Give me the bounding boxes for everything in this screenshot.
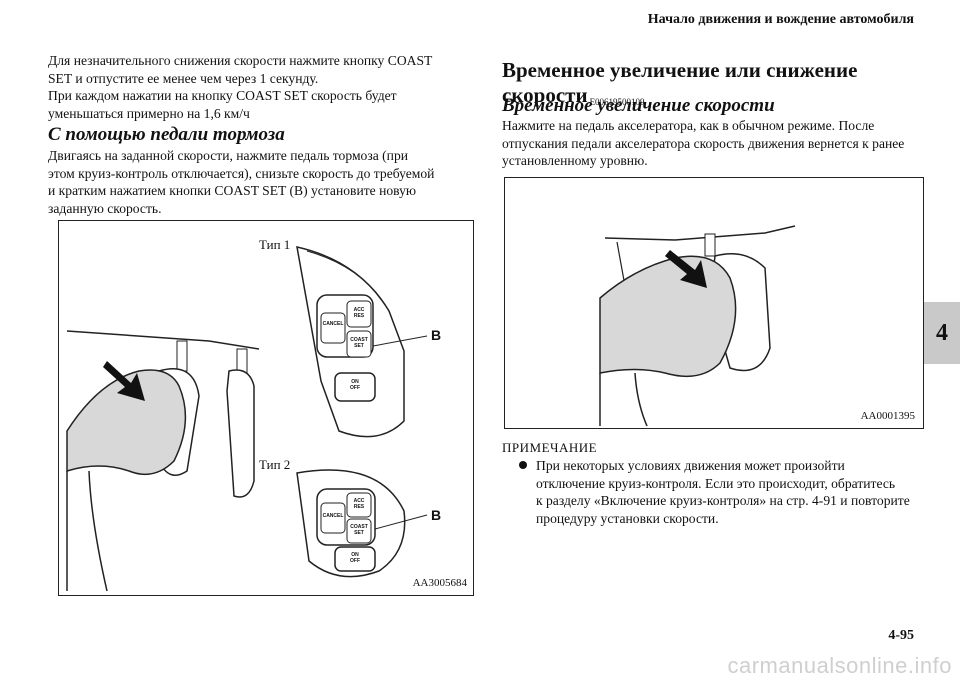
accelerator-illustration (599, 225, 796, 427)
acceleration-line: отпускания педали акселератора скорость … (502, 135, 905, 151)
brake-line: Двигаясь на заданной скорости, нажмите п… (48, 148, 409, 163)
note-line: к разделу «Включение круиз-контроля» на … (536, 493, 910, 508)
brake-line: этом круиз-контроль отключается), снизьт… (48, 165, 435, 181)
chapter-tab: 4 (924, 302, 960, 364)
accelerator-figure: AA0001395 (504, 177, 924, 429)
subsection-title: Временное увеличение скорости (502, 95, 775, 116)
section-code: E00619500109 (589, 97, 645, 107)
intro-paragraph: Для незначительного снижения скорости на… (48, 52, 468, 122)
type2-label: Тип 2 (259, 457, 291, 472)
figure-code: AA3005684 (412, 577, 467, 589)
section-title: Временное увеличение или снижение скорос… (502, 58, 942, 108)
note-line: При некоторых условиях движения может пр… (536, 458, 845, 473)
callout-b-type2: B (431, 507, 442, 523)
brake-line: и кратким нажатием кнопки COAST SET (B) … (48, 183, 417, 198)
intro-line: уменьшаться примерно на 1,6 км/ч (48, 105, 250, 121)
figure-illustration (66, 246, 428, 592)
note-line: отключение круиз-контроля. Если это прои… (536, 475, 896, 491)
callout-b-type1: B (431, 327, 442, 343)
acceleration-line: Нажмите на педаль акселератора, как в об… (502, 118, 875, 133)
cancel-button-label: CANCEL (322, 321, 344, 327)
chapter-number: 4 (936, 320, 948, 346)
page-number: 4-95 (888, 628, 914, 643)
intro-line: Для незначительного снижения скорости на… (48, 53, 433, 68)
acceleration-line: установленному уровню. (502, 153, 648, 168)
intro-line: SET и отпустите ее менее чем через 1 сек… (48, 70, 319, 86)
note-line: процедуру установки скорости. (536, 510, 719, 526)
brake-section-title: С помощью педали тормоза (48, 124, 285, 145)
brake-line: заданную скорость. (48, 200, 162, 216)
intro-line: При каждом нажатии на кнопку COAST SET с… (48, 88, 397, 103)
bullet-icon (519, 461, 527, 469)
watermark-footer: carmanualsonline.info (727, 653, 952, 678)
section-title-text: Временное увеличение или снижение скорос… (502, 58, 858, 107)
running-header: Начало движения и вождение автомобиля (647, 12, 914, 27)
note-heading: ПРИМЕЧАНИЕ (502, 440, 598, 455)
acceleration-paragraph: Нажмите на педаль акселератора, как в об… (502, 117, 922, 170)
brake-paragraph: Двигаясь на заданной скорости, нажмите п… (48, 147, 468, 217)
cancel-button-label: CANCEL (322, 513, 344, 519)
type1-label: Тип 1 (259, 237, 291, 252)
note-text: При некоторых условиях движения может пр… (519, 457, 929, 527)
note-bullet: При некоторых условиях движения может пр… (519, 457, 929, 527)
figure-code: AA0001395 (860, 410, 915, 422)
